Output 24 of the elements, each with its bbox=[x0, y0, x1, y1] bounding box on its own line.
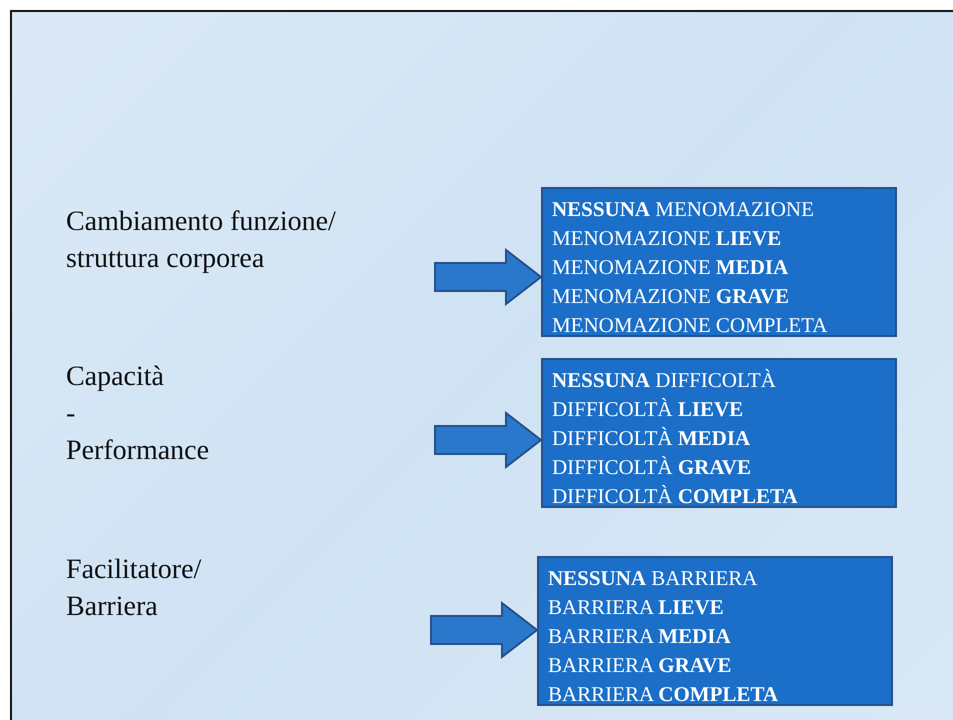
category-label: Facilitatore/ Barriera bbox=[66, 551, 256, 627]
block-arrow bbox=[434, 410, 543, 470]
block-arrow bbox=[434, 248, 543, 306]
scale-level-text: NESSUNA DIFFICOLTÀ bbox=[552, 367, 777, 394]
category-label: Capacità - Performance bbox=[66, 358, 256, 470]
scale-level-text: MENOMAZIONE GRAVE bbox=[552, 283, 790, 310]
scale-level-text: MENOMAZIONE COMPLETA bbox=[552, 312, 828, 339]
block-arrow bbox=[430, 600, 539, 660]
scale-level-text: BARRIERA MEDIA bbox=[548, 623, 732, 650]
scale-level-text: NESSUNA BARRIERA bbox=[548, 565, 758, 592]
scale-level-text: MENOMAZIONE MEDIA bbox=[552, 254, 790, 281]
scale-level-text: DIFFICOLTÀ COMPLETA bbox=[552, 483, 799, 510]
scale-box bbox=[541, 187, 897, 337]
scale-level-text: BARRIERA COMPLETA bbox=[548, 681, 780, 708]
scale-box bbox=[537, 556, 893, 706]
scale-level-text: BARRIERA LIEVE bbox=[548, 594, 725, 621]
scale-box bbox=[541, 358, 897, 508]
scale-level-text: MENOMAZIONE LIEVE bbox=[552, 225, 782, 252]
scale-level-text: NESSUNA MENOMAZIONE bbox=[552, 196, 815, 223]
scale-level-text: DIFFICOLTÀ MEDIA bbox=[552, 425, 752, 452]
scale-level-text: DIFFICOLTÀ LIEVE bbox=[552, 396, 744, 423]
scale-level-text: BARRIERA GRAVE bbox=[548, 652, 732, 679]
category-label: Cambiamento funzione/ struttura corporea bbox=[66, 203, 406, 279]
scale-level-text: DIFFICOLTÀ GRAVE bbox=[552, 454, 752, 481]
